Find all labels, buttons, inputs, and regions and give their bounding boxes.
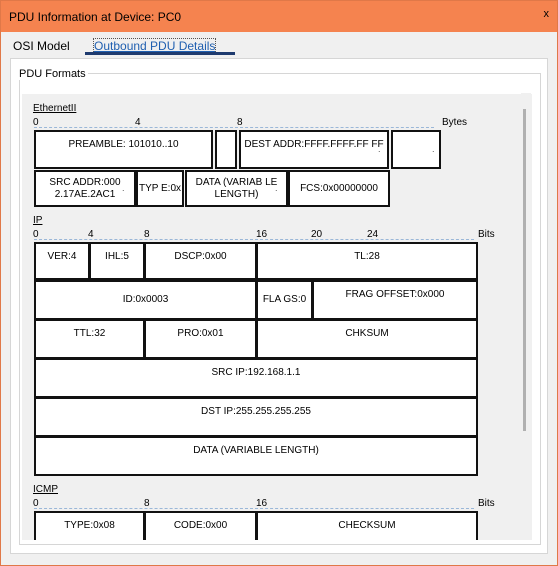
ip-tick-24: 24 bbox=[367, 229, 379, 240]
ip-ihl: IHL:5 bbox=[89, 242, 145, 280]
title-bar: PDU Information at Device: PC0 x bbox=[1, 1, 557, 32]
ethernet-tick-0: 0 bbox=[33, 117, 39, 128]
ellipsis: . bbox=[378, 144, 381, 154]
ethernet-ruler bbox=[34, 127, 434, 128]
ip-id: ID:0x0003 bbox=[34, 280, 257, 320]
ethernet-tick-8: 8 bbox=[237, 117, 243, 128]
ethernet-dest-more bbox=[391, 130, 441, 169]
ethernet-sfd bbox=[215, 130, 237, 169]
icmp-ruler bbox=[34, 508, 474, 509]
ethernet-fcs: FCS:0x00000000 bbox=[288, 170, 390, 207]
ip-tick-20: 20 bbox=[311, 229, 323, 240]
ip-unit: Bits bbox=[478, 229, 495, 240]
pdu-formats-label: PDU Formats bbox=[17, 68, 88, 80]
ethernet-dest-addr: DEST ADDR:FFFF.FFFF.FF FF bbox=[239, 130, 389, 169]
ip-protocol: PRO:0x01 bbox=[144, 319, 257, 359]
ip-tick-0: 0 bbox=[33, 229, 39, 240]
ethernet-src-addr: SRC ADDR:000 2.17AE.2AC1 bbox=[34, 170, 136, 207]
ip-dscp: DSCP:0x00 bbox=[144, 242, 257, 280]
ethernet-tick-4: 4 bbox=[135, 117, 141, 128]
ip-tick-16: 16 bbox=[256, 229, 268, 240]
ellipsis: . bbox=[122, 183, 125, 193]
scrollbar-thumb[interactable] bbox=[523, 109, 526, 431]
close-icon[interactable]: x bbox=[543, 8, 550, 20]
ethernet-title: EthernetII bbox=[33, 103, 77, 114]
ip-src: SRC IP:192.168.1.1 bbox=[34, 358, 478, 398]
icmp-code: CODE:0x00 bbox=[144, 511, 257, 540]
vertical-scrollbar[interactable] bbox=[521, 93, 531, 540]
pdu-formats-scroll-area[interactable]: EthernetII 0 4 8 Bytes PREAMBLE: 101010.… bbox=[22, 94, 532, 540]
pdu-formats-group bbox=[19, 73, 541, 545]
ip-title: IP bbox=[33, 215, 43, 226]
icmp-tick-16: 16 bbox=[256, 498, 268, 509]
ip-frag-offset: FRAG OFFSET:0x000 bbox=[312, 280, 478, 320]
tab-outbound-pdu-details[interactable]: Outbound PDU Details bbox=[92, 38, 217, 54]
icmp-type: TYPE:0x08 bbox=[34, 511, 145, 540]
ip-total-length: TL:28 bbox=[256, 242, 478, 280]
ip-data: DATA (VARIABLE LENGTH) bbox=[34, 436, 478, 476]
ethernet-data: DATA (VARIAB LE LENGTH) bbox=[185, 170, 288, 207]
tab-osi-model[interactable]: OSI Model bbox=[13, 39, 70, 53]
icmp-title: ICMP bbox=[33, 484, 58, 495]
ip-ver: VER:4 bbox=[34, 242, 90, 280]
ip-tick-4: 4 bbox=[88, 229, 94, 240]
ip-dst: DST IP:255.255.255.255 bbox=[34, 397, 478, 437]
ip-flags: FLA GS:0 bbox=[256, 280, 313, 320]
ethernet-preamble: PREAMBLE: 101010..10 bbox=[34, 130, 213, 169]
icmp-tick-0: 0 bbox=[33, 498, 39, 509]
window-title: PDU Information at Device: PC0 bbox=[9, 10, 182, 24]
ip-tick-8: 8 bbox=[144, 229, 150, 240]
icmp-checksum: CHECKSUM bbox=[256, 511, 478, 540]
ellipsis: . bbox=[174, 183, 177, 193]
tab-bar: OSI Model Outbound PDU Details bbox=[1, 32, 557, 56]
ellipsis: . bbox=[275, 183, 278, 193]
ethernet-type: TYP E:0x bbox=[136, 170, 184, 207]
icmp-unit: Bits bbox=[478, 498, 495, 509]
ellipsis: . bbox=[432, 144, 435, 154]
ip-ttl: TTL:32 bbox=[34, 319, 145, 359]
icmp-tick-8: 8 bbox=[144, 498, 150, 509]
active-tab-indicator bbox=[85, 52, 235, 55]
ip-checksum: CHKSUM bbox=[256, 319, 478, 359]
ip-ruler bbox=[34, 239, 474, 240]
ethernet-unit: Bytes bbox=[442, 117, 468, 128]
